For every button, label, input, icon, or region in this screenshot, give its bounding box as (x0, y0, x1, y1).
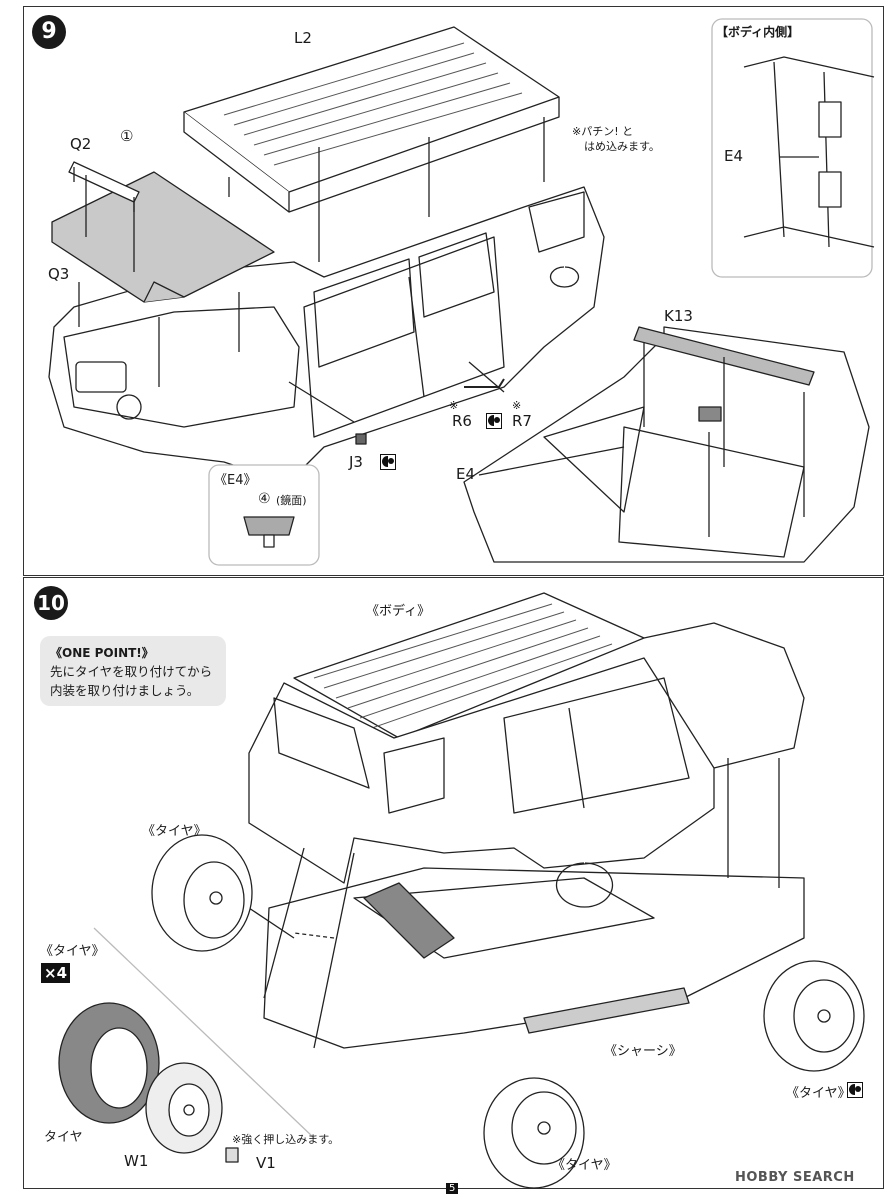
press-note: ※強く押し込みます。 (232, 1133, 340, 1146)
part-label-q2: Q2 (70, 135, 92, 153)
step-10-panel: 10 《ONE POINT!》 先にタイヤを取り付けてから 内装を取り付けましょ… (23, 577, 884, 1189)
one-point-box: 《ONE POINT!》 先にタイヤを取り付けてから 内装を取り付けましょう。 (40, 636, 226, 706)
watermark: HOBBY SEARCH (735, 1170, 855, 1185)
tire-lower-middle (483, 1077, 585, 1189)
part-label-e4-inset: E4 (724, 147, 744, 165)
body-inside-label: 【ボディ内側】 (716, 25, 800, 39)
step-9-illustration (48, 18, 875, 566)
e4-box-number: ④ (258, 491, 271, 507)
step-number-10: 10 (34, 586, 68, 620)
body-shell-step10 (248, 657, 715, 884)
tire-qty-badge: ×4 (41, 963, 71, 983)
one-point-line1: 先にタイヤを取り付けてから (50, 664, 213, 679)
part-label-e4-main: E4 (456, 465, 476, 483)
tire-label-a: 《タイヤ》 (142, 824, 207, 839)
one-point-line2: 内装を取り付けましょう。 (50, 683, 200, 698)
e4-box-title: 《E4》 (214, 473, 257, 488)
tire-label-b: 《タイヤ》 (786, 1086, 851, 1101)
tire-right (763, 960, 865, 1072)
asterisk-r6: ※ (449, 399, 459, 412)
part-label-l2: L2 (294, 29, 312, 47)
part-label-q3: Q3 (48, 265, 70, 283)
paint-symbol-icon (380, 454, 396, 470)
tire-section-title: 《タイヤ》 (40, 944, 105, 959)
part-label-k13: K13 (664, 307, 693, 325)
page-number: 5 (446, 1183, 459, 1194)
part-label-r6: R6 (452, 412, 472, 430)
body-shell (48, 186, 605, 473)
tire-upper-left (151, 834, 253, 952)
part-label-w1: W1 (124, 1152, 149, 1170)
mirror-e4 (243, 516, 295, 536)
e4-box-paint: (鏡面) (276, 494, 307, 507)
tire-assembly (58, 1002, 239, 1163)
tire-label-c: 《タイヤ》 (552, 1158, 617, 1173)
body-label: 《ボディ》 (366, 604, 431, 619)
snap-note-line1: ※パチン! と (572, 125, 634, 138)
bar-k13 (633, 326, 815, 386)
chassis-label: 《シャーシ》 (604, 1044, 682, 1059)
paint-symbol-icon (486, 413, 502, 429)
part-label-v1: V1 (256, 1154, 276, 1172)
step-number-9: 9 (32, 15, 66, 49)
snap-note-line2: はめ込みます。 (584, 140, 660, 153)
interior-tub (463, 326, 870, 563)
tire-part-label: タイヤ (44, 1130, 83, 1145)
step-9-panel: 9 (23, 6, 884, 576)
part-label-j3: J3 (349, 453, 363, 471)
part-label-circle1: ① (120, 127, 134, 145)
step-10-illustration (58, 592, 865, 1189)
part-label-r7: R7 (512, 412, 532, 430)
one-point-title: 《ONE POINT!》 (50, 646, 154, 660)
asterisk-r7: ※ (512, 399, 522, 412)
paint-symbol-icon (847, 1082, 863, 1098)
one-point-body: 先にタイヤを取り付けてから 内装を取り付けましょう。 (50, 662, 212, 700)
